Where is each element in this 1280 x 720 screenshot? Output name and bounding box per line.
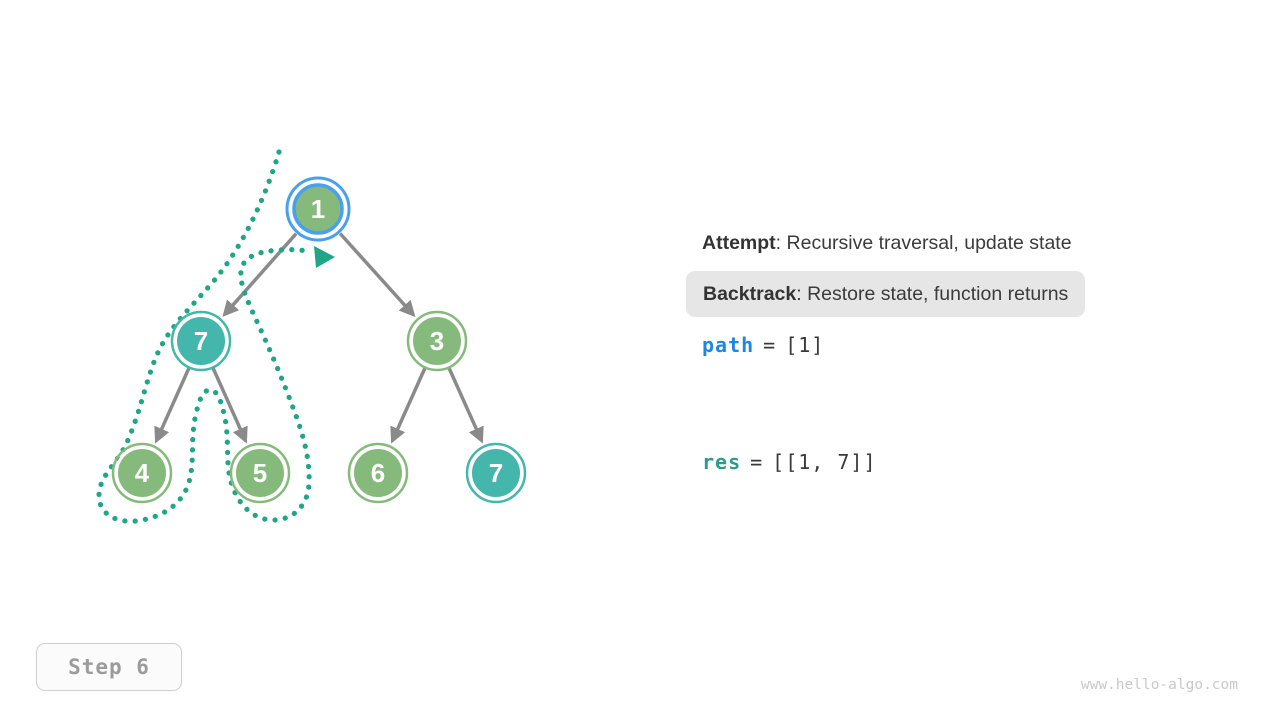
tree-node-1: 1 (285, 176, 351, 242)
tree-node-3: 3 (406, 310, 468, 372)
node-value: 5 (253, 458, 267, 488)
backtrack-label: Backtrack (703, 282, 797, 305)
node-value: 3 (430, 326, 444, 356)
watermark: www.hello-algo.com (1080, 677, 1238, 693)
res-equals: = (750, 450, 764, 474)
res-value: [[1, 7]] (772, 450, 877, 474)
backtrack-text: Restore state, function returns (807, 282, 1069, 305)
node-value: 4 (135, 458, 150, 488)
attempt-label: Attempt (702, 232, 776, 254)
tree-node-7-left: 7 (170, 310, 232, 372)
traversal-path (96, 149, 315, 524)
backtrack-separator: : (796, 282, 808, 305)
attempt-legend: Attempt: Recursive traversal, update sta… (702, 231, 1072, 255)
tree-edge (390, 367, 427, 444)
tree-node-6: 6 (347, 442, 409, 504)
tree-node-4: 4 (111, 442, 173, 504)
node-value: 1 (311, 194, 325, 224)
tree-edge (338, 232, 416, 318)
node-value: 6 (371, 458, 385, 488)
tree-edges (154, 232, 484, 444)
path-equals: = (763, 333, 777, 357)
tree-edge (154, 367, 191, 444)
path-value: [1] (785, 333, 825, 357)
path-variable-name: path (702, 333, 755, 357)
backtrack-legend: Backtrack: Restore state, function retur… (686, 271, 1086, 317)
node-value: 7 (489, 458, 503, 488)
attempt-text: Recursive traversal, update state (786, 232, 1072, 254)
traversal-arrow-icon (314, 246, 335, 268)
res-variable-name: res (702, 450, 742, 474)
tree-edge (211, 367, 248, 444)
tree-node-5: 5 (229, 442, 291, 504)
attempt-separator: : (775, 232, 787, 254)
tree-edge (447, 367, 484, 444)
res-state: res = [[1, 7]] (702, 450, 877, 474)
tree-node-7-right: 7 (465, 442, 527, 504)
node-value: 7 (194, 326, 208, 356)
path-state: path = [1] (702, 333, 824, 357)
step-indicator: Step 6 (36, 643, 182, 691)
tree-edge (222, 232, 298, 317)
tree-diagram: 1 7 3 4 5 6 7 (96, 149, 527, 524)
